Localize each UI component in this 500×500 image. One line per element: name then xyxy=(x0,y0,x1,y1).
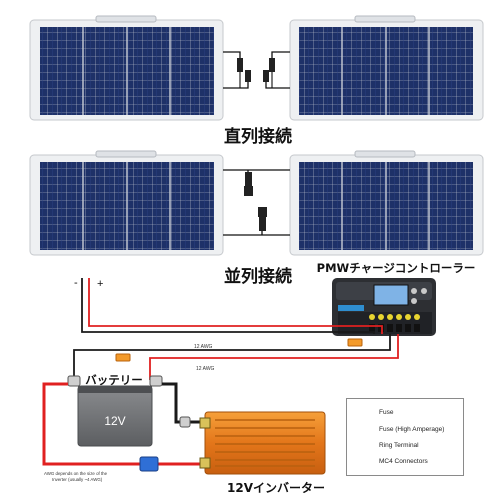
parallel-connection-label: 並列接続 xyxy=(224,266,292,287)
wire-gauge-label-top: 12 AWG xyxy=(194,344,213,350)
controller-label: PMWチャージコントローラー xyxy=(317,261,476,275)
series-connection-label: 直列接続 xyxy=(224,126,292,147)
legend-item-fuse: Fuse xyxy=(379,406,393,418)
negative-terminal-label: - xyxy=(74,277,78,289)
legend-item-label: Ring Terminal xyxy=(379,441,419,449)
fuse-icon xyxy=(115,353,131,362)
battery-voltage-label: 12V xyxy=(104,414,125,428)
inverter-label: 12Vインバーター xyxy=(227,481,325,495)
mc4-parallel-connection xyxy=(223,169,290,236)
pwm-charge-controller xyxy=(332,278,436,336)
battery-to-inverter-wires xyxy=(42,382,205,472)
solar-panel-parallel-left xyxy=(29,150,224,256)
legend-item-fuse-high-amperage: Fuse (High Amperage) xyxy=(379,423,444,435)
high-amperage-fuse-icon xyxy=(139,456,159,472)
positive-terminal-label: + xyxy=(97,278,103,290)
battery-label: バッテリー xyxy=(85,373,143,387)
fuse-icon xyxy=(347,338,363,347)
legend-item-label: MC4 Connectors xyxy=(379,457,428,465)
mc4-series-connection xyxy=(223,51,290,89)
solar-input-wires xyxy=(81,278,383,334)
solar-panel-parallel-right xyxy=(289,150,484,256)
legend-item-label: Fuse xyxy=(379,408,394,416)
wire-gauge-label-bottom: 12 AWG xyxy=(196,366,215,372)
solar-panel-series-right xyxy=(289,15,484,121)
awg-note-line2: Inverter (usually ~4 AWG) xyxy=(52,477,103,482)
inverter-12v xyxy=(199,411,326,475)
legend-item-mc4-connectors: MC4 Connectors xyxy=(379,455,428,467)
solar-panel-series-left xyxy=(29,15,224,121)
legend-item-ring-terminal: Ring Terminal xyxy=(379,439,419,451)
legend-item-label: Fuse (High Amperage) xyxy=(379,425,445,433)
legend: Fuse Fuse (High Amperage) Ring Terminal … xyxy=(346,398,464,476)
battery-to-controller-wires xyxy=(73,334,399,380)
awg-note-line1: AWG depends on the size of the xyxy=(44,471,108,476)
battery-12v xyxy=(67,375,163,447)
